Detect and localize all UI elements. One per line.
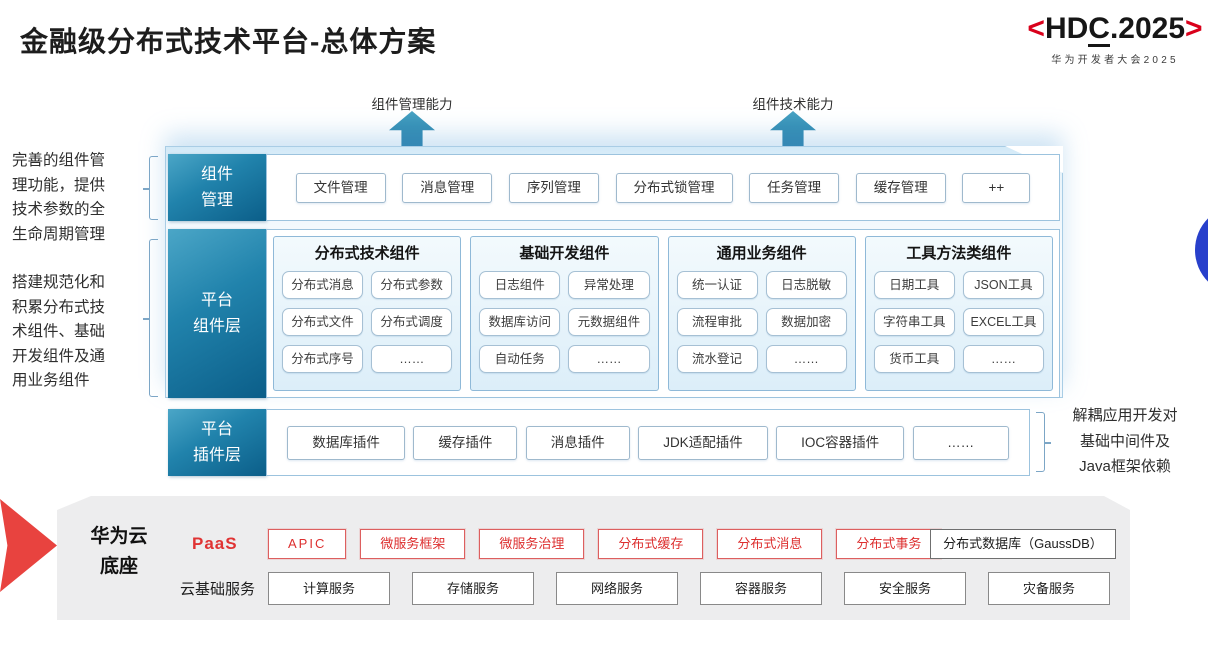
component-mgmt-item: 缓存管理 (855, 172, 946, 203)
bracket-left-row2 (143, 239, 158, 397)
huawei-cloud-foundation-panel: 华为云 底座 PaaS APIC 微服务框架微服务治理分布式缓存分布式消息分布式事… (57, 496, 1130, 620)
component-item: JSON工具 (962, 271, 1044, 299)
row-label-platform-plugins: 平台 插件层 (168, 409, 266, 476)
column-title: 基础开发组件 (519, 245, 610, 262)
plugin-item: 缓存插件 (413, 425, 518, 460)
paas-label: PaaS (192, 534, 238, 553)
cloud-service-item: 存储服务 (412, 572, 534, 605)
component-mgmt-item: ++ (962, 172, 1031, 203)
component-item: 异常处理 (568, 271, 650, 299)
column-title: 通用业务组件 (716, 245, 807, 262)
logo-subtitle: 华为开发者大会2025 (1051, 55, 1179, 66)
plugin-item: 数据库插件 (287, 425, 405, 460)
paas-service-item: 分布式缓存 (598, 529, 703, 559)
left-note-platform-components: 搭建规范化和 积累分布式技 术组件、基础 开发组件及通 用业务组件 (12, 274, 106, 389)
component-item: 日志脱敏 (765, 271, 847, 299)
arrow-label-mgmt-capability: 组件管理能力 (371, 97, 453, 112)
component-item: 字符串工具 (873, 308, 955, 336)
logo-year: .2025 (1109, 12, 1186, 45)
component-item: 日期工具 (873, 271, 955, 299)
paas-service-item: APIC (268, 529, 346, 559)
component-item: 流程审批 (676, 308, 758, 336)
component-mgmt-row: 文件管理消息管理序列管理分布式锁管理任务管理缓存管理 ++ (266, 154, 1060, 221)
paas-services-row: APIC 微服务框架微服务治理分布式缓存分布式消息分布式事务 (268, 529, 941, 559)
bracket-right-plugins (1036, 412, 1051, 472)
gaussdb-item: 分布式数据库（GaussDB） (930, 529, 1116, 559)
component-item: 分布式序号 (282, 345, 364, 373)
cloud-services-row: 计算服务存储服务网络服务容器服务安全服务灾备服务 (268, 572, 1110, 605)
component-item: 数据库访问 (479, 308, 561, 336)
logo-c-underlined: C (1088, 12, 1110, 47)
row-label-platform-components: 平台 组件层 (168, 229, 266, 398)
component-item: EXCEL工具 (962, 308, 1044, 336)
up-arrow-icon (389, 111, 435, 146)
component-item: 分布式文件 (282, 308, 364, 336)
component-mgmt-item: 分布式锁管理 (615, 172, 733, 203)
up-arrow-icon (770, 111, 816, 146)
plugin-item: IOC容器插件 (776, 425, 905, 460)
component-item: …… (962, 345, 1044, 373)
plugin-item: 消息插件 (525, 425, 630, 460)
paas-service-item: 分布式消息 (717, 529, 822, 559)
paas-service-item: 分布式事务 (836, 529, 941, 559)
right-note-decoupling: 解耦应用开发对 基础中间件及 Java框架依赖 (1072, 407, 1178, 475)
component-mgmt-item: 序列管理 (508, 172, 599, 203)
arrow-label-tech-capability: 组件技术能力 (752, 97, 834, 112)
column-basic-dev: 基础开发组件 日志组件异常处理数据库访问元数据组件自动任务…… (470, 236, 659, 391)
bracket-left-row1 (143, 156, 158, 220)
hdc-logo: <HDC.2025> 华为开发者大会2025 (1024, 12, 1206, 66)
cloud-service-item: 网络服务 (556, 572, 678, 605)
cloud-service-item: 计算服务 (268, 572, 390, 605)
component-item: 自动任务 (479, 345, 561, 373)
cloud-service-item: 安全服务 (844, 572, 966, 605)
component-item: 分布式调度 (371, 308, 453, 336)
paas-service-item: 微服务框架 (360, 529, 465, 559)
plugin-item: …… (912, 425, 1009, 460)
row-label-component-mgmt: 组件 管理 (168, 154, 266, 221)
hdc-logo-text: <HDC.2025> (1024, 12, 1206, 47)
foundation-label: 华为云 底座 (90, 526, 148, 577)
cloud-basic-services-label: 云基础服务 (180, 581, 256, 598)
blue-circle-decoration (1195, 205, 1208, 295)
cloud-service-item: 灾备服务 (988, 572, 1110, 605)
plugin-item: JDK适配插件 (638, 425, 768, 460)
component-item: …… (371, 345, 453, 373)
logo-bracket-left: < (1027, 12, 1045, 45)
red-arrow-icon (0, 499, 57, 592)
component-item: 数据加密 (765, 308, 847, 336)
column-title: 工具方法类组件 (906, 245, 1012, 262)
component-item: …… (765, 345, 847, 373)
component-item: …… (568, 345, 650, 373)
component-mgmt-item: 消息管理 (402, 172, 493, 203)
component-item: 流水登记 (676, 345, 758, 373)
column-title: 分布式技术组件 (314, 245, 420, 262)
page-title: 金融级分布式技术平台-总体方案 (20, 26, 437, 57)
cloud-service-item: 容器服务 (700, 572, 822, 605)
component-item: 分布式消息 (282, 271, 364, 299)
component-mgmt-item: 文件管理 (295, 172, 386, 203)
component-item: 统一认证 (676, 271, 758, 299)
component-item: 货币工具 (873, 345, 955, 373)
component-mgmt-item: 任务管理 (749, 172, 840, 203)
column-common-business: 通用业务组件 统一认证日志脱敏流程审批数据加密流水登记…… (667, 236, 856, 391)
component-item: 日志组件 (479, 271, 561, 299)
column-distributed-tech: 分布式技术组件 分布式消息分布式参数分布式文件分布式调度分布式序号…… (273, 236, 462, 391)
logo-bracket-right: > (1185, 12, 1203, 45)
logo-hd: HD (1044, 12, 1089, 45)
component-item: 分布式参数 (371, 271, 453, 299)
component-item: 元数据组件 (568, 308, 650, 336)
platform-components-columns: 分布式技术组件 分布式消息分布式参数分布式文件分布式调度分布式序号…… 基础开发… (266, 229, 1060, 398)
left-note-component-mgmt: 完善的组件管 理功能，提供 技术参数的全 生命周期管理 (12, 152, 106, 243)
paas-service-item: 微服务治理 (479, 529, 584, 559)
